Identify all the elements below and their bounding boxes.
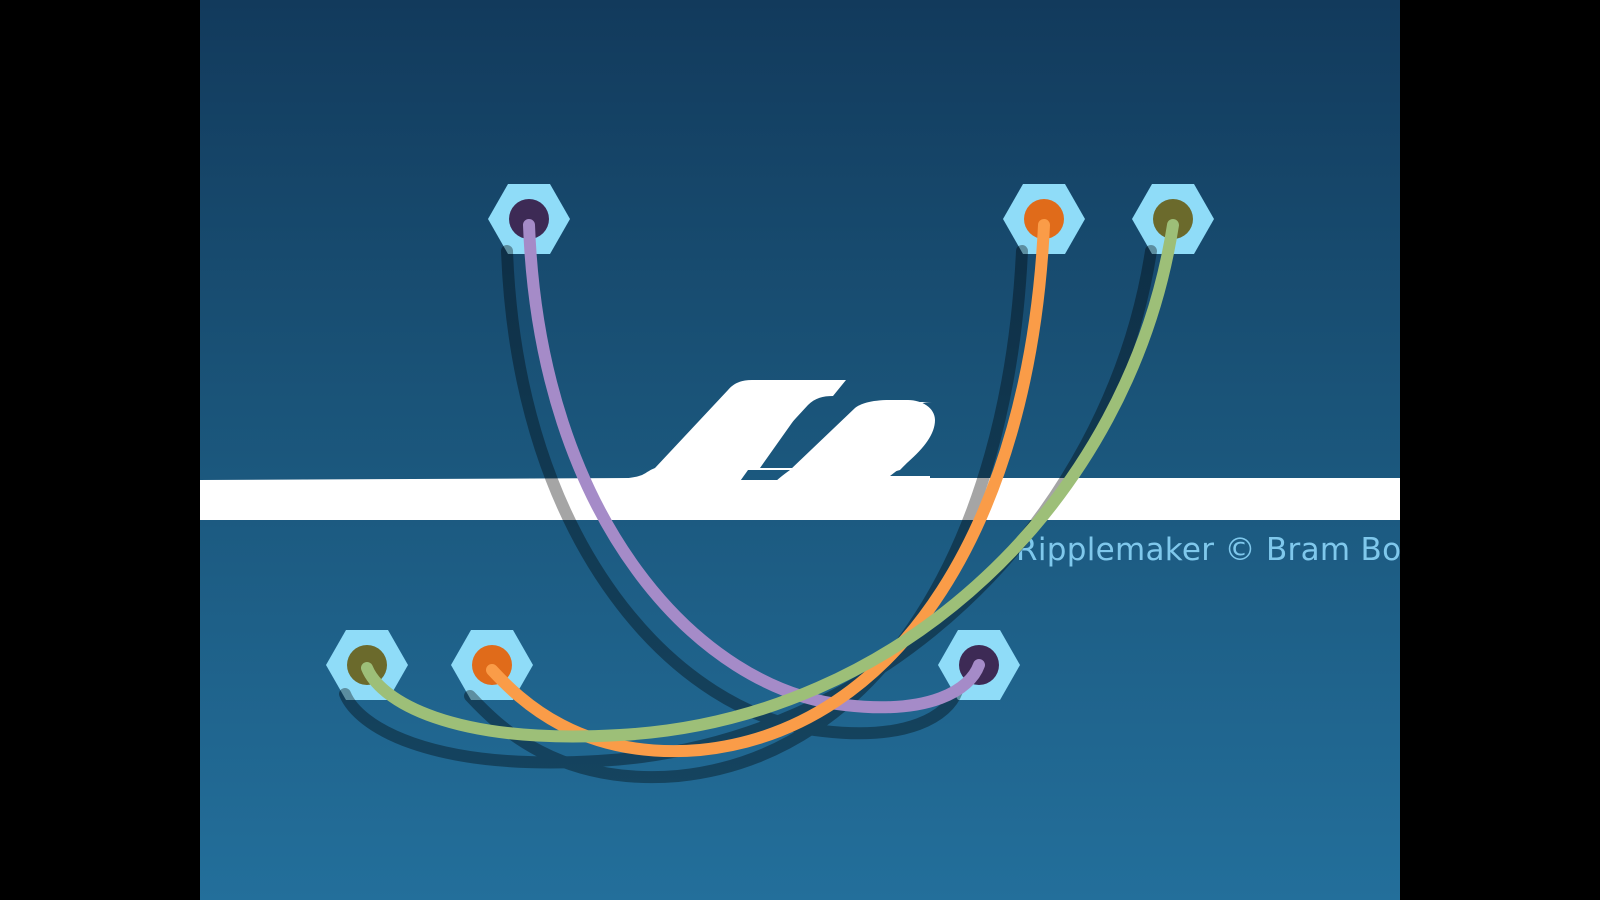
- cable-orange[interactable]: [486, 219, 1050, 758]
- ripplemaker-logo-art: [200, 380, 1400, 520]
- copyright-text: Ripplemaker © Bram Bos: [1016, 532, 1400, 568]
- cable-green[interactable]: [361, 219, 1179, 743]
- jack-top-1[interactable]: [488, 184, 570, 254]
- cable-purple[interactable]: [523, 219, 985, 714]
- splash-screen: Ripplemaker © Bram Bos: [200, 0, 1400, 900]
- jack-hole: [1153, 199, 1193, 239]
- logo-left-stroke: [580, 380, 846, 520]
- logo-right-stroke: [761, 400, 935, 520]
- jack-top-2[interactable]: [1003, 184, 1085, 254]
- jack-hole: [1024, 199, 1064, 239]
- jack-hole: [509, 199, 549, 239]
- jack-top-3[interactable]: [1132, 184, 1214, 254]
- cable-shadows: [339, 245, 1157, 784]
